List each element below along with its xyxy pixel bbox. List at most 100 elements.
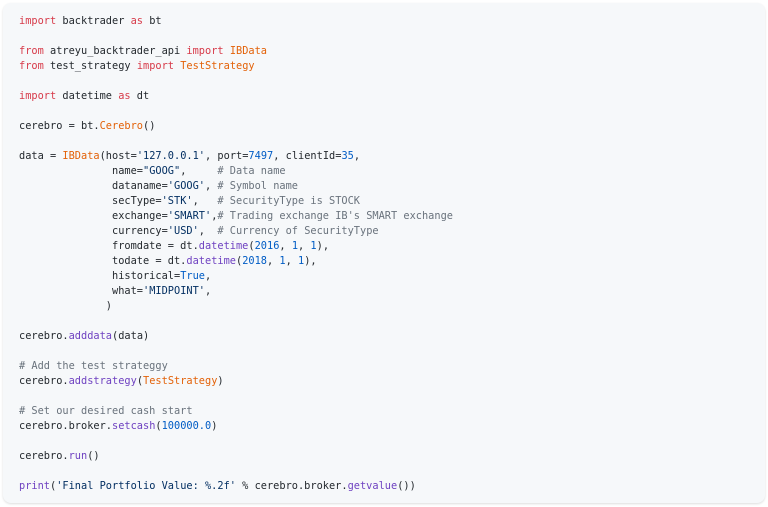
code-token-comment: # Trading exchange IB's SMART exchange (217, 210, 453, 222)
code-line (19, 464, 749, 479)
code-line: from test_strategy import TestStrategy (19, 59, 749, 74)
code-token-class_name: Cerebro (99, 120, 143, 132)
code-line: dataname='GOOG', # Symbol name (19, 179, 749, 194)
code-token-plain: ( (155, 420, 162, 432)
code-token-plain: ( (50, 480, 57, 492)
code-token-string: 'GOOG' (167, 180, 205, 192)
code-line: fromdate = dt.datetime(2016, 1, 1), (19, 239, 749, 254)
code-token-plain: (data) (112, 330, 150, 342)
code-token-string: 'SMART' (167, 210, 212, 222)
code-token-number: 1 (310, 240, 317, 252)
code-token-plain: ( (248, 240, 255, 252)
code-line: currency='USD', # Currency of SecurityTy… (19, 224, 749, 239)
code-token-plain: , (285, 255, 299, 267)
code-line: cerebro = bt.Cerebro() (19, 119, 749, 134)
code-token-keyword: import (19, 15, 57, 27)
code-token-plain: , (205, 270, 212, 282)
code-token-plain: ), (316, 240, 330, 252)
code-token-plain: dt (130, 90, 150, 102)
code-token-plain: (host= (99, 150, 137, 162)
code-token-plain: , clientId= (273, 150, 342, 162)
code-token-plain: % cerebro.broker. (235, 480, 348, 492)
code-token-function: setcash (112, 420, 156, 432)
code-token-plain: , (279, 240, 292, 252)
code-token-plain: dataname= (19, 180, 168, 192)
code-line (19, 344, 749, 359)
code-line: cerebro.adddata(data) (19, 329, 749, 344)
code-token-plain: , (192, 195, 218, 207)
code-token-plain: ( (236, 255, 243, 267)
code-token-plain: data = (19, 150, 63, 162)
code-token-plain: , (205, 285, 212, 297)
code-line (19, 74, 749, 89)
code-token-function: datetime (186, 255, 236, 267)
code-token-keyword: as (118, 90, 131, 102)
code-token-plain: datetime (56, 90, 119, 102)
code-line: name="GOOG", # Data name (19, 164, 749, 179)
code-line: from atreyu_backtrader_api import IBData (19, 44, 749, 59)
code-line (19, 134, 749, 149)
code-token-function: run (68, 450, 88, 462)
code-token-class_name: TestStrategy (143, 375, 218, 387)
code-token-plain: cerebro = bt. (19, 120, 100, 132)
code-token-plain: ) (217, 375, 224, 387)
code-token-number: 1 (298, 255, 305, 267)
code-token-function: addstrategy (68, 375, 137, 387)
code-token-keyword: as (130, 15, 144, 27)
code-line: # Set our desired cash start (19, 404, 749, 419)
code-token-plain: cerebro. (19, 330, 69, 342)
code-token-plain: () (143, 120, 156, 132)
code-token-plain: fromdate = dt. (19, 240, 199, 252)
code-line: print('Final Portfolio Value: %.2f' % ce… (19, 479, 749, 494)
code-token-number: 35 (341, 150, 354, 162)
code-token-plain: name= (19, 165, 143, 177)
code-line: exchange='SMART',# Trading exchange IB's… (19, 209, 749, 224)
code-token-plain: currency= (19, 225, 168, 237)
code-line: ) (19, 299, 749, 314)
code-line: cerebro.broker.setcash(100000.0) (19, 419, 749, 434)
code-token-plain: , (298, 240, 311, 252)
code-token-class_name: IBData (229, 45, 268, 57)
code-token-string: 'USD' (167, 225, 199, 237)
code-token-string: "GOOG" (143, 165, 181, 177)
code-token-plain: , (205, 180, 218, 192)
code-token-string: 'Final Portfolio Value: %.2f' (56, 480, 236, 492)
code-token-function: print (19, 480, 50, 492)
code-token-plain: ( (136, 375, 144, 387)
code-line: historical=True, (19, 269, 749, 284)
code-token-plain: todate = dt. (19, 255, 187, 267)
code-line (19, 314, 749, 329)
code-token-plain: () (87, 450, 100, 462)
code-line: secType='STK', # SecurityType is STOCK (19, 194, 749, 209)
code-token-comment: # Data name (217, 165, 286, 177)
code-token-number: 2018 (242, 255, 268, 267)
code-token-number: 2016 (254, 240, 280, 252)
code-token-plain: cerebro. (19, 375, 69, 387)
code-block: import backtrader as bt from atreyu_backt… (3, 3, 765, 503)
code-line: # Add the test strateggy (19, 359, 749, 374)
code-token-string: '127.0.0.1' (136, 150, 206, 162)
code-token-plain: backtrader (56, 15, 131, 27)
code-token-plain: historical= (19, 270, 181, 282)
code-token-function: datetime (198, 240, 249, 252)
code-line (19, 104, 749, 119)
code-token-keyword: import (186, 45, 224, 57)
code-line (19, 434, 749, 449)
code-token-comment: # SecurityType is STOCK (217, 195, 360, 207)
code-token-keyword: import (136, 60, 175, 72)
code-line (19, 29, 749, 44)
code-token-plain: atreyu_backtrader_api (43, 45, 187, 57)
code-token-string: 'MIDPOINT' (143, 285, 205, 297)
code-line: data = IBData(host='127.0.0.1', port=749… (19, 149, 749, 164)
code-token-plain: ()) (397, 480, 416, 492)
code-line: import datetime as dt (19, 89, 749, 104)
code-token-keyword: from (19, 45, 44, 57)
code-token-plain: ) (211, 420, 218, 432)
code-token-plain: cerebro. (19, 450, 69, 462)
code-token-keyword: from (19, 60, 44, 72)
code-line: import backtrader as bt (19, 14, 749, 29)
code-line: what='MIDPOINT', (19, 284, 749, 299)
code-token-number: 100000.0 (161, 420, 212, 432)
code-token-comment: # Add the test strateggy (19, 360, 168, 372)
code-token-plain: exchange= (19, 210, 168, 222)
